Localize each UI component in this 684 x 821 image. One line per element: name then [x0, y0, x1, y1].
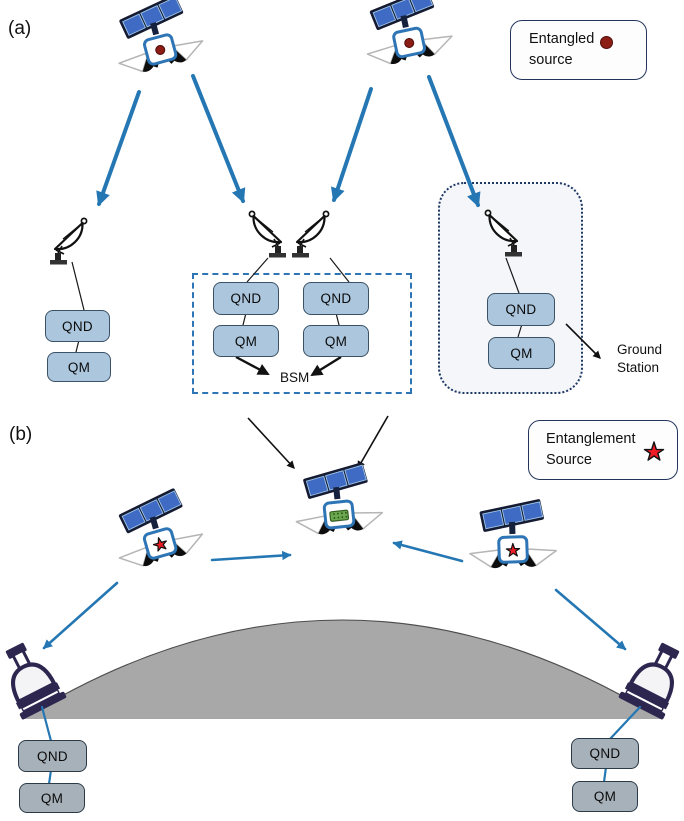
qm-box-a-left: QM	[47, 352, 111, 382]
qm-box-b-left: QM	[19, 783, 85, 813]
qnd-box-a-right: QND	[487, 293, 555, 326]
qm-box-a-mid-right: QM	[303, 325, 369, 357]
annotation-arrows	[247, 323, 601, 470]
bsm-label: BSM	[280, 370, 310, 385]
qm-box-b-right: QM	[572, 781, 638, 812]
dish-icon-mid-left	[248, 210, 288, 259]
station-wires-a	[71, 257, 523, 353]
qnd-box-a-mid-left: QND	[213, 282, 279, 315]
dish-icon-left	[48, 217, 88, 266]
bsm-arrows	[235, 355, 342, 377]
qnd-box-a-mid-right: QND	[303, 282, 369, 315]
qm-box-a-mid-left: QM	[213, 325, 279, 357]
qm-box-a-right: QM	[488, 337, 555, 369]
panel-a-label: (a)	[8, 18, 32, 39]
downlink-arrows-a	[96, 74, 481, 208]
panel-b-label: (b)	[9, 424, 33, 445]
legend-entangled-source: Entangled source	[510, 20, 647, 80]
earth-hill	[21, 619, 663, 720]
dish-icon-ground-station	[484, 209, 524, 258]
satellite-icon-b-middle	[290, 460, 385, 542]
satellite-icon-a1	[105, 0, 208, 84]
legend-entanglement-source-label: Entanglement Source	[546, 431, 636, 468]
qnd-box-a-left: QND	[45, 310, 110, 342]
dish-icon-mid-right	[290, 210, 330, 259]
satellite-icon-a2	[356, 0, 457, 75]
satellite-icon-b-right	[468, 498, 558, 574]
entangled-source-dot-icon	[600, 36, 613, 49]
entanglement-source-star-icon	[643, 441, 665, 461]
ground-station-annotation: Ground Station	[617, 342, 663, 376]
bsm-node-dashed-outline	[192, 273, 412, 394]
bsm-chip-icon	[329, 509, 350, 522]
qnd-box-b-right: QND	[571, 738, 639, 769]
quantum-links-b	[40, 540, 642, 786]
legend-entanglement-source: Entanglement Source	[528, 420, 678, 480]
legend-entangled-source-label: Entangled source	[529, 31, 595, 68]
satellite-icon-b-left	[104, 484, 208, 579]
qnd-box-b-left: QND	[18, 740, 87, 772]
